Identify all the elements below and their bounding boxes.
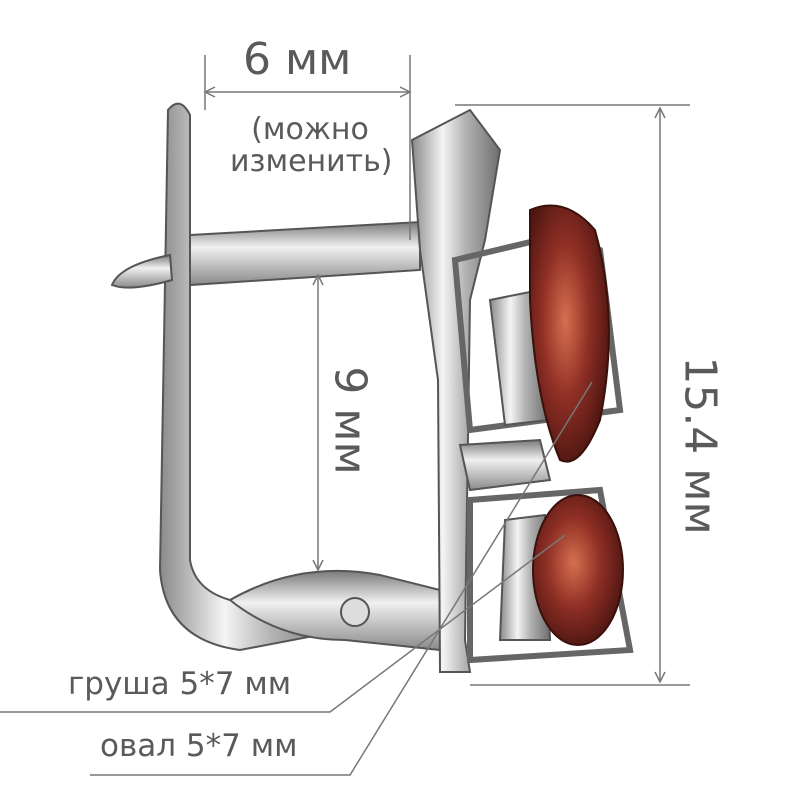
width-note-line1: (можно — [251, 112, 369, 147]
inner-height-dimension-label: 9 мм — [324, 366, 376, 475]
hinge-rivet — [340, 597, 370, 627]
pear-stone — [529, 204, 610, 463]
pear-stone-label: груша 5*7 мм — [68, 666, 292, 702]
width-dimension-label: 6 мм — [243, 34, 352, 85]
total-height-dimension-label: 15.4 мм — [674, 356, 726, 535]
oval-stone — [532, 494, 624, 646]
stone-setting — [410, 108, 634, 673]
dimension-lines — [0, 55, 690, 776]
width-note-line2: изменить) — [230, 144, 393, 179]
earring-hook — [110, 102, 441, 652]
oval-stone-label: овал 5*7 мм — [100, 728, 298, 764]
width-note: (можно изменить) — [230, 112, 393, 179]
